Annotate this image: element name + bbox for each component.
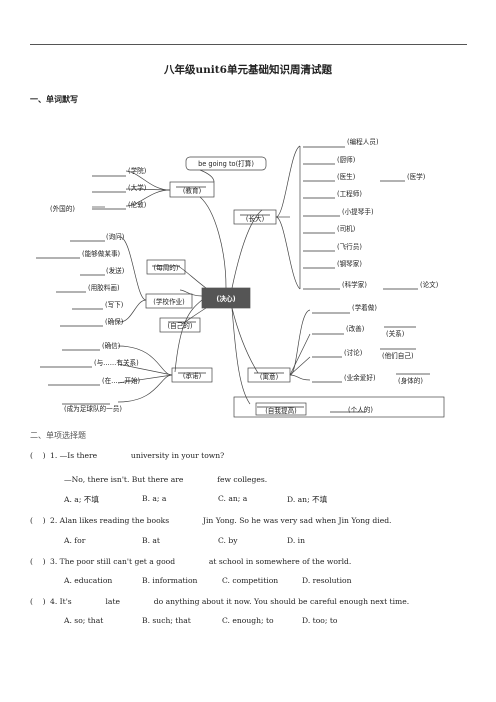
mind-map: (决心) (教育) be going to(打算) (长大) (寓意) (自我提… — [36, 137, 445, 418]
label-foreign: (外国的) — [50, 204, 75, 213]
label-be-sure: (确信) — [102, 341, 120, 350]
question-1-text: 1. —Is there university in your town? — [50, 451, 225, 460]
answer-paren-4[interactable]: ( ) — [30, 597, 46, 606]
question-2-text: 2. Alan likes reading the books Jin Yong… — [50, 516, 392, 525]
question-2-option-d[interactable]: D. in — [287, 536, 305, 545]
answer-paren-2[interactable]: ( ) — [30, 516, 46, 525]
branch-personal: (个人的) — [348, 405, 373, 414]
label-football-team: (成为足球队的一员) — [64, 404, 122, 413]
question-4-option-d[interactable]: D. too; to — [302, 616, 338, 625]
question-2-option-c[interactable]: C. by — [218, 536, 238, 545]
label-hobby: (业余爱好) — [344, 373, 376, 382]
label-driver: (司机) — [337, 224, 355, 233]
branch-meaning: (寓意) — [260, 372, 278, 381]
question-4-option-a[interactable]: A. so; that — [64, 616, 104, 625]
label-pianist: (钢琴家) — [337, 259, 362, 268]
label-doctor: (医生) — [337, 172, 355, 181]
label-cook: (厨师) — [337, 155, 355, 164]
label-physical: (身体的) — [398, 376, 423, 385]
label-learn-to: (学着做) — [352, 303, 377, 312]
label-be-able-to: (能够做某事) — [82, 249, 120, 258]
question-1-option-d[interactable]: D. an; 不填 — [287, 495, 328, 504]
label-discuss: (讨论) — [344, 348, 362, 357]
branch-schoolwork: (学校作业) — [153, 297, 185, 306]
question-1-option-a[interactable]: A. a; 不填 — [64, 495, 99, 504]
label-make-sure: (确保) — [105, 317, 123, 326]
question-1-option-b[interactable]: B. a; a — [142, 494, 167, 503]
branch-improve: (自我提高) — [265, 406, 297, 415]
label-programmer: (编程人员) — [347, 137, 379, 146]
label-pilot: (飞行员) — [337, 242, 362, 251]
section-heading-choice: 二、单项选择题 — [30, 431, 86, 440]
branch-grow-up: (长大) — [246, 214, 264, 223]
answer-paren-3[interactable]: ( ) — [30, 557, 46, 566]
label-article: (论文) — [420, 280, 438, 289]
branch-own: (自己的) — [168, 321, 193, 330]
answer-paren-1[interactable]: ( ) — [30, 451, 46, 460]
question-4-option-c[interactable]: C. enough; to — [222, 616, 274, 625]
page-title: 八年级unit6单元基础知识周清试题 — [164, 64, 332, 76]
question-2-option-a[interactable]: A. for — [64, 536, 86, 545]
question-3-option-c[interactable]: C. competition — [222, 576, 279, 585]
question-3-text: 3. The poor still can't get a good at sc… — [50, 557, 352, 566]
label-engineer: (工程师) — [337, 189, 362, 198]
question-3-option-d[interactable]: D. resolution — [302, 576, 352, 585]
label-college: (学院) — [128, 166, 146, 175]
label-improve: (改善) — [346, 324, 364, 333]
question-3-option-b[interactable]: B. information — [142, 576, 198, 585]
header-rule — [30, 44, 467, 45]
label-ask: (询问) — [106, 232, 124, 241]
branch-weekly: (每周的) — [154, 263, 179, 272]
label-london: (伦敦) — [128, 200, 146, 209]
label-themselves: (他们自己) — [382, 351, 414, 360]
branch-education: (教育) — [183, 186, 201, 195]
label-send: (发送) — [106, 266, 124, 275]
label-at-the-beginning: (在……开始) — [102, 376, 140, 385]
label-relationship: (关系) — [386, 329, 404, 338]
label-university: (大学) — [128, 183, 146, 192]
label-scientist: (科学家) — [342, 280, 367, 289]
branch-promise: (承诺) — [183, 371, 201, 380]
label-paint: (用胶料画) — [88, 283, 120, 292]
center-node: (决心) — [216, 294, 235, 303]
label-have-to-do-with: (与……有关系) — [94, 358, 139, 367]
question-1-line2: —No, there isn't. But there are few coll… — [64, 475, 268, 484]
question-3-option-a[interactable]: A. education — [64, 576, 113, 585]
label-write-down: (写下) — [105, 301, 123, 309]
label-violinist: (小提琴手) — [342, 207, 374, 216]
question-4-option-b[interactable]: B. such; that — [142, 616, 191, 625]
branch-going-to: be going to(打算) — [198, 159, 254, 168]
section-heading-vocabulary: 一、单词默写 — [30, 94, 78, 104]
question-1-option-c[interactable]: C. an; a — [218, 494, 248, 503]
question-2-option-b[interactable]: B. at — [142, 536, 160, 545]
question-4-text: 4. It's late do anything about it now. Y… — [50, 597, 410, 606]
label-medicine: (医学) — [407, 172, 425, 181]
